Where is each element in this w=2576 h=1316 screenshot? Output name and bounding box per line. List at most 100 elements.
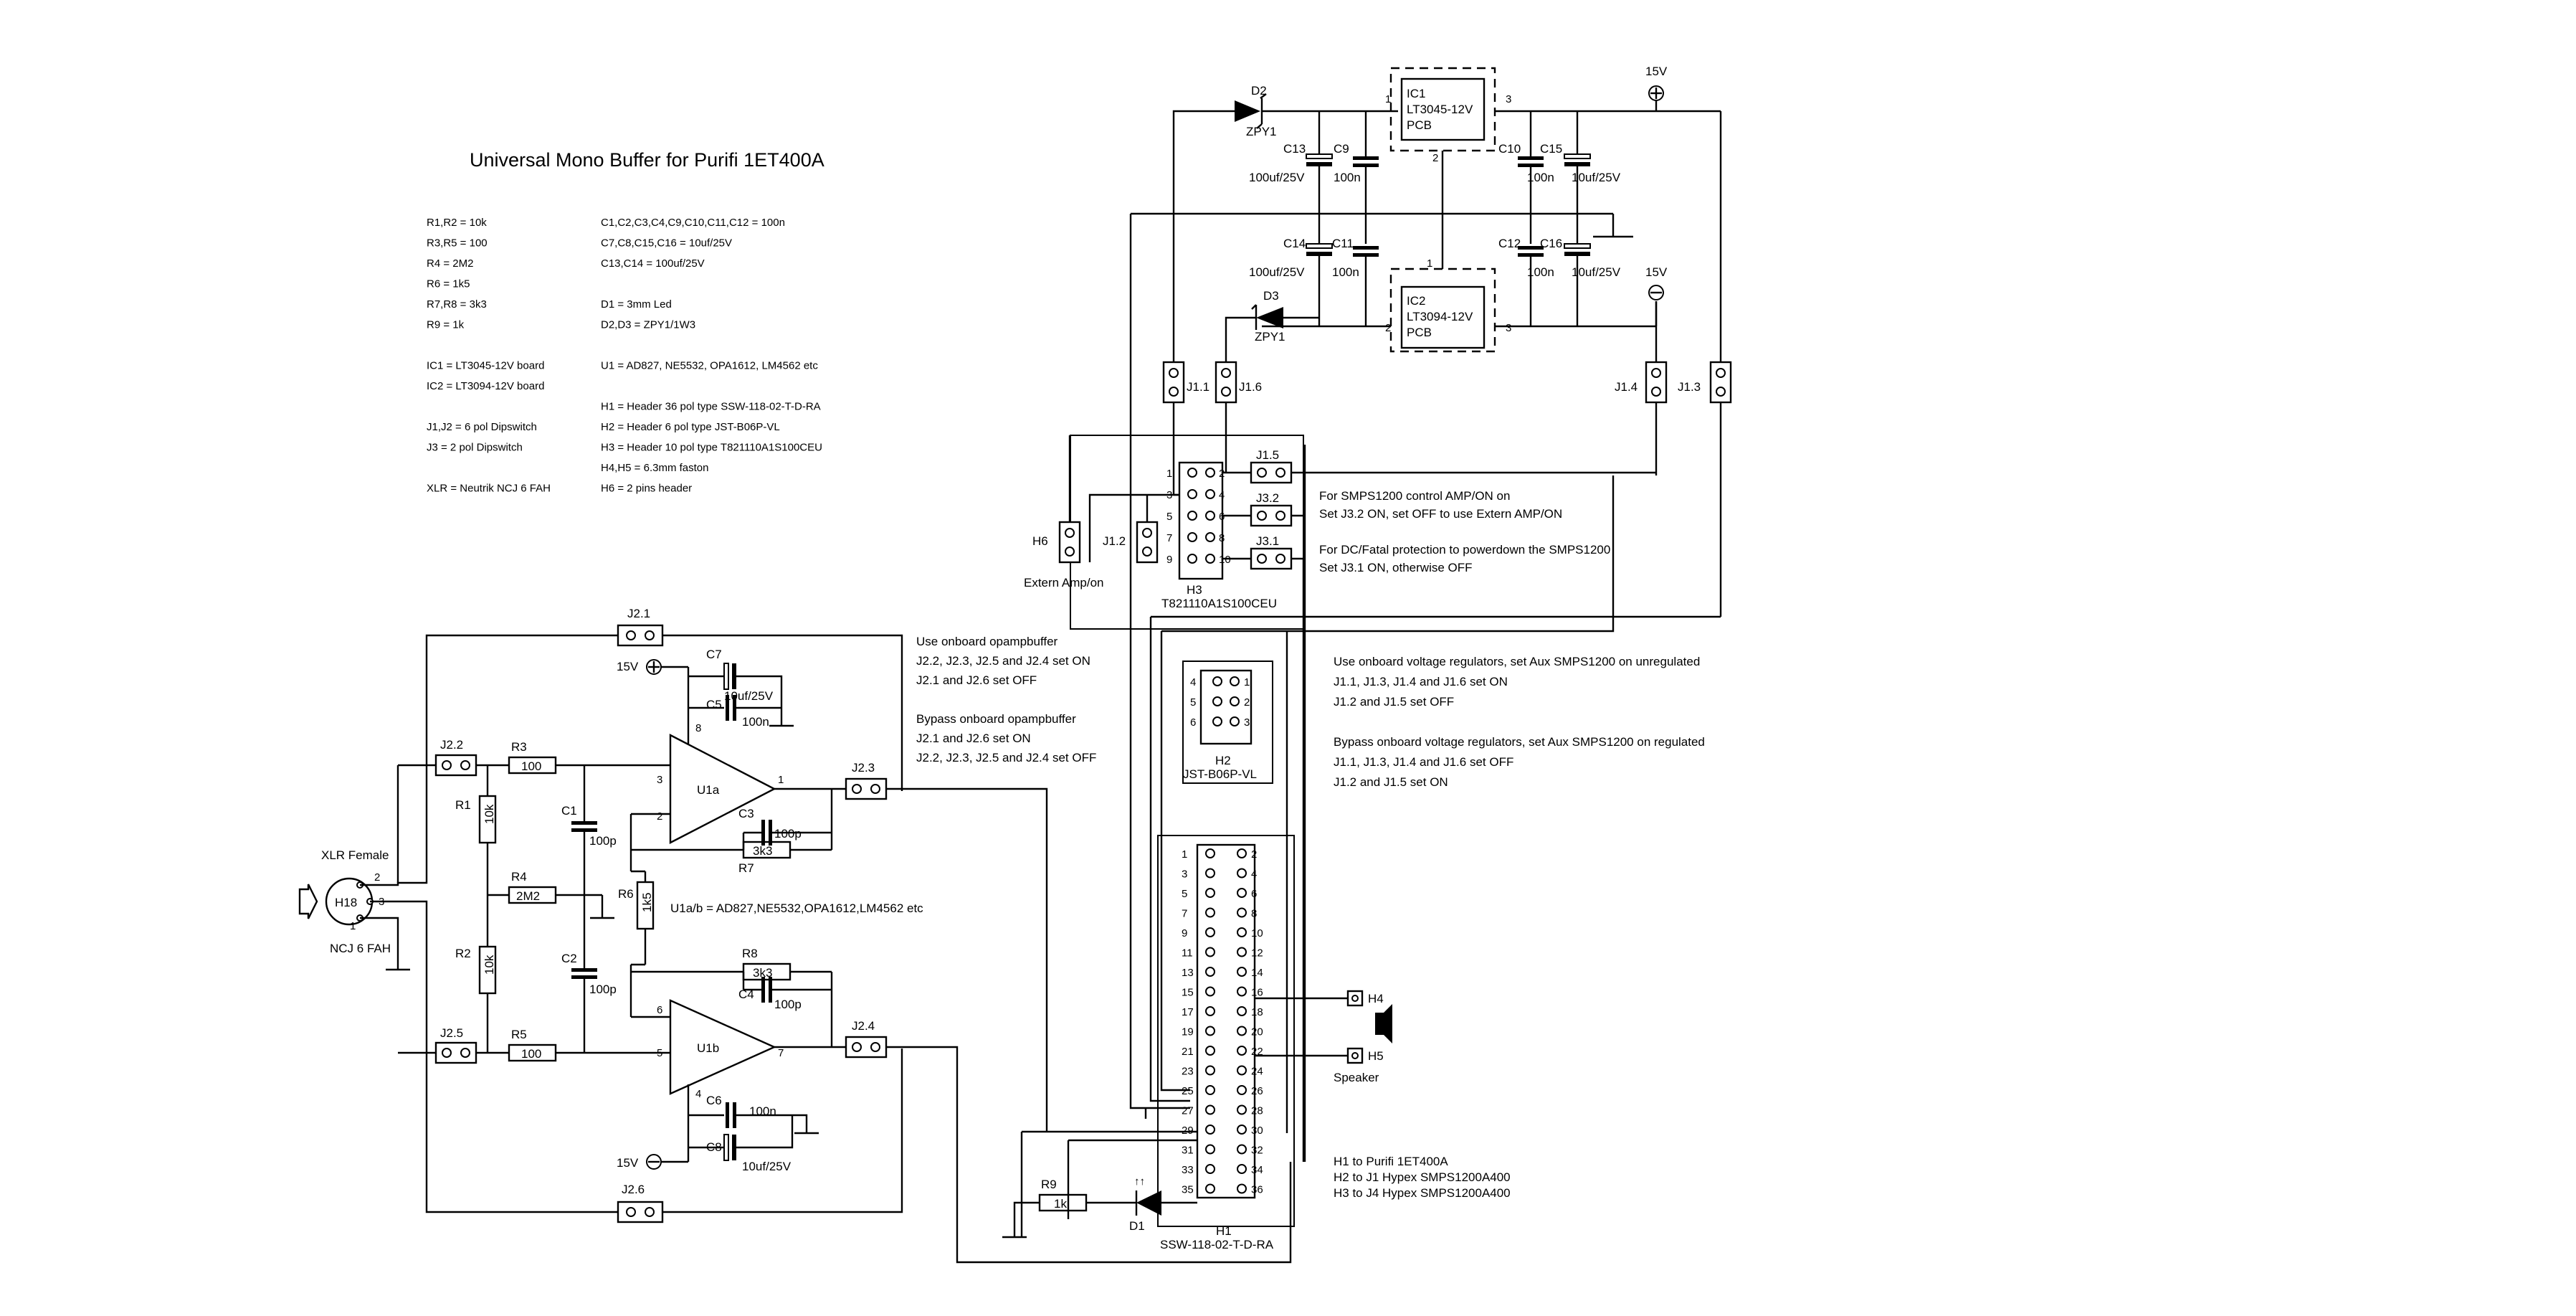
pin-number: 36 [1251,1184,1263,1196]
jumper-j2-1[interactable]: J2.1 [617,607,664,647]
note-line: H2 = Header 6 pol type JST-B06P-VL [601,421,780,433]
pin-number: 25 [1182,1085,1194,1097]
capacitor-c13: C13 100uf/25V [1249,142,1333,184]
svg-text:C3: C3 [738,807,754,820]
svg-text:R6: R6 [618,887,634,901]
svg-text:100p: 100p [589,834,617,848]
jumper-j2-2[interactable]: J2.2 [434,738,477,777]
svg-text:6: 6 [657,1004,662,1016]
jumper-j1-5[interactable]: J1.5 [1250,448,1293,484]
svg-text:C14: C14 [1283,237,1306,250]
note-line: C13,C14 = 100uf/25V [601,257,705,270]
jumper-j2-3[interactable]: J2.3 [845,761,888,800]
jumper-j1-3[interactable]: J1.3 [1678,361,1732,404]
svg-text:R3: R3 [511,740,527,754]
jumper-j3-1[interactable]: J3.1 [1250,534,1293,570]
svg-text:2: 2 [1385,322,1391,334]
note-line: R1,R2 = 10k [427,217,487,229]
svg-text:H2: H2 [1215,754,1231,767]
header-pin [1237,1065,1247,1076]
note-line: Use onboard voltage regulators, set Aux … [1334,655,1700,668]
header-pin [1187,532,1197,542]
resistor-r5: 100 R5 [508,1028,557,1062]
svg-text:J1.2: J1.2 [1103,534,1126,548]
svg-text:10uf/25V: 10uf/25V [742,1160,792,1173]
header-pin [1212,676,1222,686]
svg-text:10k: 10k [483,955,496,975]
capacitor-c9: C9 100n [1334,142,1379,184]
capacitor-c11: C11 100n [1332,237,1379,279]
header-pin [1205,1144,1215,1155]
svg-text:100p: 100p [589,983,617,996]
header-pin [1237,1164,1247,1174]
ic1-regulator: IC1 LT3045-12V PCB 1 3 2 [1385,67,1511,164]
svg-text:H1: H1 [1216,1224,1232,1238]
svg-text:100p: 100p [774,827,802,841]
jumper-j1-1[interactable]: J1.1 [1162,361,1209,404]
resistor-r7: 3k3 R7 [738,841,792,875]
svg-text:H3: H3 [1187,583,1202,597]
svg-text:J1.4: J1.4 [1615,380,1638,394]
svg-text:15V: 15V [617,660,639,673]
svg-text:3: 3 [1506,93,1511,105]
note-line: IC2 = LT3094-12V board [427,380,544,392]
svg-text:J2.2: J2.2 [440,738,463,752]
svg-text:XLR Female: XLR Female [321,848,389,862]
header-pin [1205,489,1215,499]
pin-number: 14 [1251,967,1263,979]
jumper-j2-6[interactable]: J2.6 [617,1183,664,1223]
power-supply-section: D2 ZPY1 15V IC1 LT3045-12V PCB 1 3 2 [1129,65,1732,617]
note-line: J1,J2 = 6 pol Dipswitch [427,421,537,433]
svg-text:2M2: 2M2 [516,889,540,903]
pin-number: 18 [1251,1006,1263,1018]
header-pin [1237,1085,1247,1095]
header-pin [1205,947,1215,957]
note-line: R4 = 2M2 [427,257,473,270]
note-line: D1 = 3mm Led [601,298,672,311]
pin-number: 22 [1251,1046,1263,1058]
pin-number: 35 [1182,1184,1194,1196]
note-line: D2,D3 = ZPY1/1W3 [601,319,695,331]
pin-number: 8 [1251,908,1257,920]
jumper-j1-4[interactable]: J1.4 [1615,361,1668,404]
notes-regulators: Use onboard voltage regulators, set Aux … [1334,655,1705,789]
header-pin [1212,696,1222,706]
jumper-j1-2[interactable]: J1.2 [1103,521,1159,564]
resistor-r2: 10k R2 [455,945,497,995]
svg-text:H5: H5 [1368,1049,1384,1063]
capacitor-c3: C3 100p [738,807,802,846]
svg-text:J1.6: J1.6 [1239,380,1262,394]
pin-number: 9 [1166,554,1172,566]
pin-number: 15 [1182,987,1194,999]
pin-number: 8 [1219,532,1225,544]
jumper-j2-5[interactable]: J2.5 [434,1026,477,1064]
jumper-j3-2[interactable]: J3.2 [1250,491,1293,527]
svg-text:2: 2 [1432,152,1438,164]
svg-text:LT3045-12V: LT3045-12V [1407,103,1473,116]
svg-text:H18: H18 [335,896,357,909]
svg-text:100n: 100n [1334,171,1361,184]
svg-text:3: 3 [1506,322,1511,334]
resistor-r9: 1k R9 [1038,1178,1088,1212]
connector-h5: H5 [1255,1047,1384,1064]
svg-text:C1: C1 [561,804,577,818]
svg-text:LT3094-12V: LT3094-12V [1407,310,1473,323]
svg-text:J1.5: J1.5 [1256,448,1279,462]
jumper-j2-4[interactable]: J2.4 [845,1019,888,1059]
pin-number: 16 [1251,987,1263,999]
note-line: H6 = 2 pins header [601,483,692,495]
pin-number: 6 [1251,888,1257,900]
svg-text:D2: D2 [1251,84,1267,98]
note-line: For DC/Fatal protection to powerdown the… [1319,543,1610,557]
note-line: H2 to J1 Hypex SMPS1200A400 [1334,1170,1511,1184]
capacitor-c4: C4 100p [738,977,802,1011]
svg-text:R8: R8 [742,947,758,960]
pin-number: 4 [1251,868,1257,881]
jumper-j1-6[interactable]: J1.6 [1215,361,1262,404]
